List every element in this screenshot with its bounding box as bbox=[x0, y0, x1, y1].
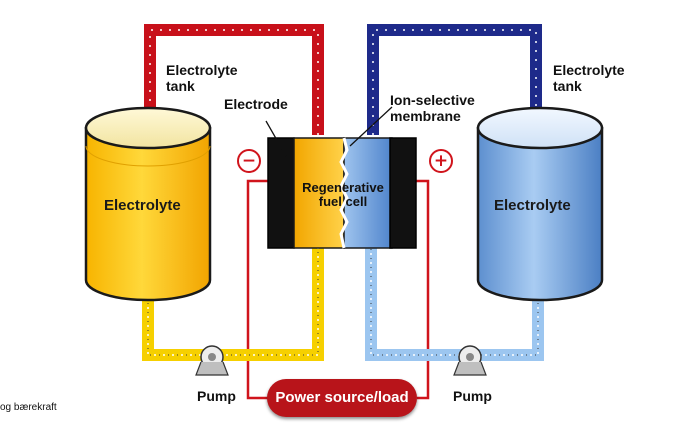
membrane bbox=[339, 137, 349, 249]
power-source-load: Power source/load bbox=[267, 379, 417, 417]
electrode-right bbox=[389, 137, 417, 249]
membrane-label: Ion-selective membrane bbox=[390, 92, 475, 124]
fuel-cell-label: Regenerative fuel cell bbox=[298, 181, 388, 209]
tank-left-label: Electrolyte tank bbox=[166, 62, 238, 94]
fuel-cell-label-text: Regenerative fuel cell bbox=[302, 180, 384, 209]
electrode-left bbox=[267, 137, 295, 249]
membrane-label-text: Ion-selective membrane bbox=[390, 92, 475, 124]
footer-text: og bærekraft bbox=[0, 402, 57, 413]
pump-left-label: Pump bbox=[197, 388, 236, 404]
pump-right-icon bbox=[453, 345, 487, 376]
leader-lines bbox=[265, 106, 393, 157]
electrode-label: Electrode bbox=[224, 96, 288, 112]
tank-right-label-text: Electrolyte tank bbox=[553, 62, 625, 94]
positive-terminal-icon: + bbox=[429, 149, 453, 173]
right-electrolyte-tank bbox=[476, 106, 604, 302]
electrolyte-left-label: Electrolyte bbox=[104, 197, 181, 214]
electrolyte-right-label: Electrolyte bbox=[494, 197, 571, 214]
pump-left-icon bbox=[195, 345, 229, 376]
tank-right-label: Electrolyte tank bbox=[553, 62, 625, 94]
negative-terminal-icon: − bbox=[237, 149, 261, 173]
power-source-load-label: Power source/load bbox=[275, 389, 409, 406]
left-electrolyte-tank bbox=[84, 106, 212, 302]
fuel-cell bbox=[267, 137, 417, 249]
electrical-circuit bbox=[246, 179, 430, 400]
pump-right-label: Pump bbox=[453, 388, 492, 404]
tank-left-label-text: Electrolyte tank bbox=[166, 62, 238, 94]
